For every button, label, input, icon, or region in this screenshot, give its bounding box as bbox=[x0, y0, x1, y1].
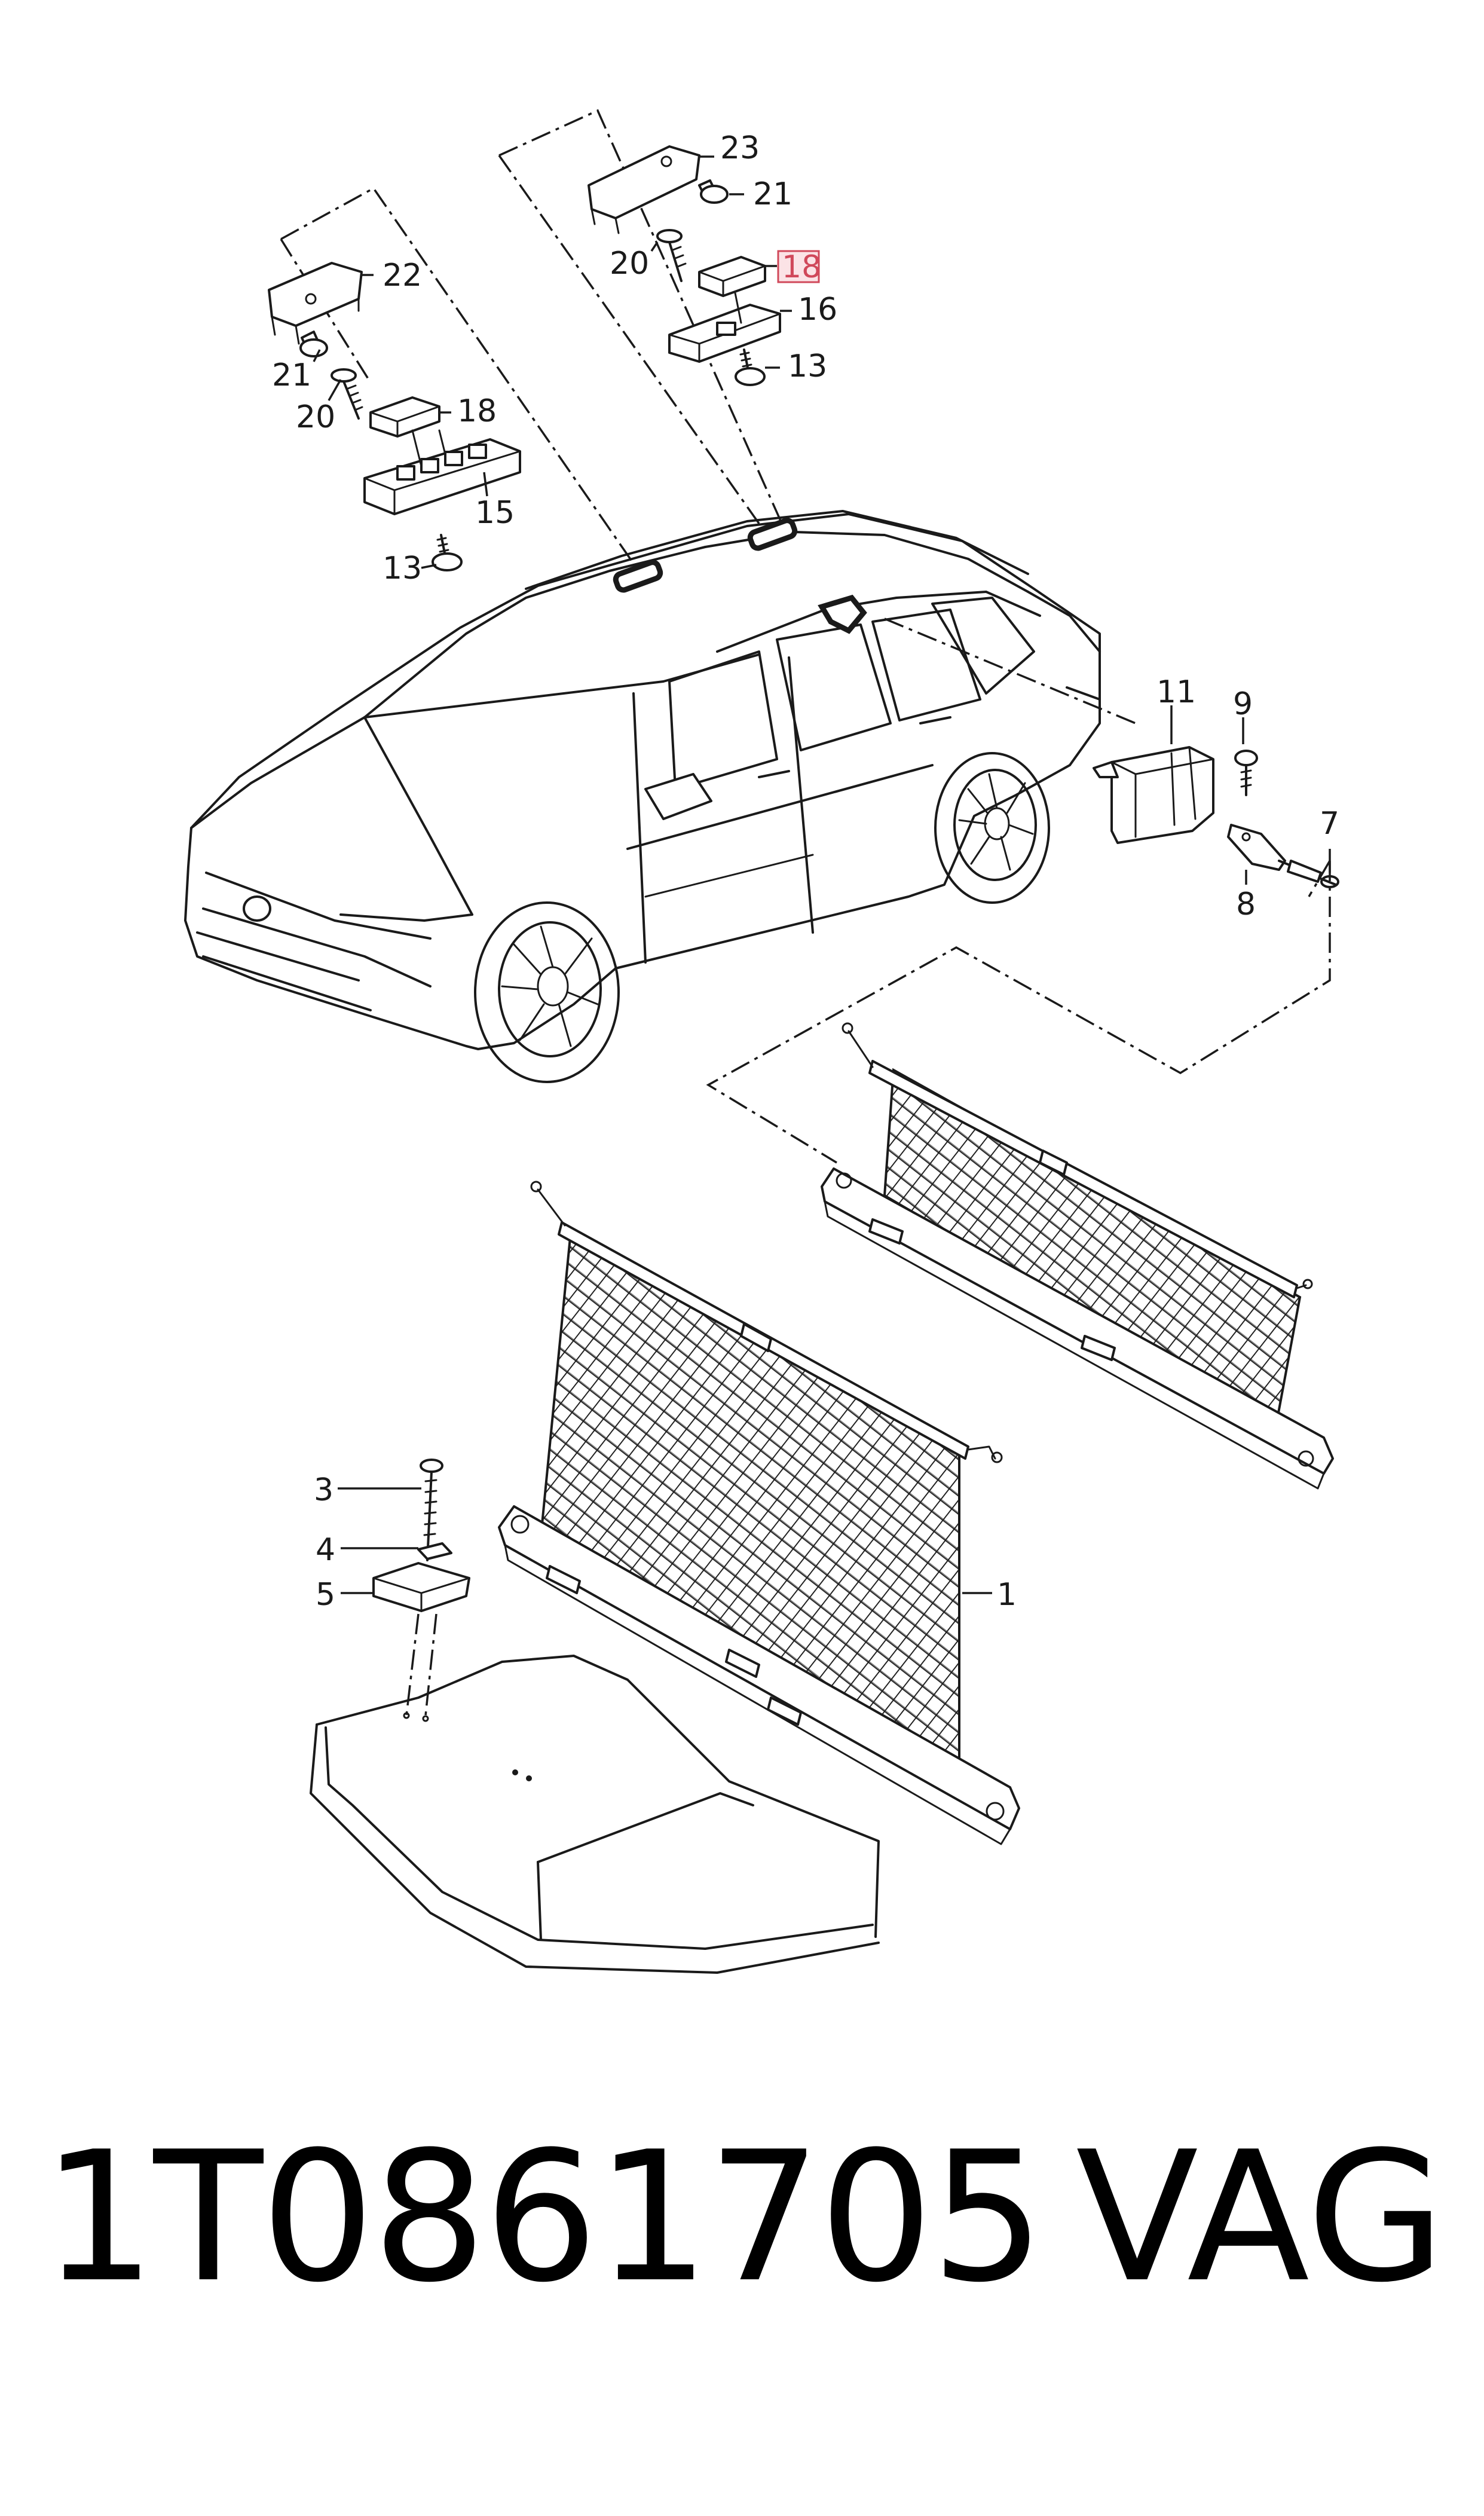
fastener-group bbox=[338, 1459, 470, 1722]
callout-18b: 18 bbox=[782, 249, 821, 285]
front-wheel bbox=[474, 901, 620, 1083]
callout-16: 16 bbox=[798, 292, 837, 328]
part-16-mount bbox=[668, 292, 781, 363]
callout-20b: 20 bbox=[610, 246, 649, 282]
part-7-ring bbox=[1320, 875, 1339, 888]
part-15-mount bbox=[363, 429, 521, 515]
bracket-group-right bbox=[588, 145, 792, 386]
callout-4: 4 bbox=[316, 1532, 335, 1568]
part-22-cover bbox=[268, 262, 363, 345]
part-20-screw-right bbox=[656, 229, 687, 282]
cargo-net-rear bbox=[821, 1022, 1334, 1490]
part-23-cover bbox=[588, 145, 700, 234]
part-4-nut bbox=[417, 1542, 452, 1560]
callout-22: 22 bbox=[383, 258, 422, 294]
tensioner-group bbox=[1093, 705, 1339, 888]
rear-wheel bbox=[934, 752, 1050, 904]
callout-21a: 21 bbox=[272, 357, 311, 393]
callout-11: 11 bbox=[1156, 674, 1196, 710]
part-18-clip-left bbox=[369, 396, 440, 438]
callout-7: 7 bbox=[1320, 806, 1339, 842]
part-21-screw-right bbox=[698, 179, 729, 204]
callout-21b: 21 bbox=[753, 176, 793, 212]
part-5-bracket bbox=[372, 1562, 470, 1612]
callout-18a: 18 bbox=[457, 393, 497, 429]
highlight-box-18 bbox=[777, 250, 820, 283]
callout-15: 15 bbox=[475, 495, 515, 531]
callout-13b: 13 bbox=[788, 348, 827, 384]
callout-20a: 20 bbox=[296, 399, 335, 435]
bracket-group-left bbox=[268, 262, 521, 571]
part-13-screw-left bbox=[432, 534, 463, 571]
callouts: 22 21 20 18 15 13 23 21 20 18 16 13 11 9… bbox=[272, 130, 1339, 1613]
part-21-screw bbox=[299, 331, 328, 357]
part-13-screw-right bbox=[735, 348, 766, 386]
trunk-floor bbox=[310, 1655, 880, 1974]
callout-5: 5 bbox=[316, 1577, 335, 1613]
brand-label: VAG bbox=[1076, 2113, 1446, 2322]
callout-9: 9 bbox=[1233, 686, 1253, 722]
part-number-label: 1T0861705 bbox=[42, 2113, 1045, 2322]
callout-13a: 13 bbox=[383, 551, 422, 586]
part-18-clip-right bbox=[698, 256, 766, 297]
part-8-bracket bbox=[1227, 824, 1322, 883]
part-3-screw bbox=[420, 1459, 443, 1561]
car-illustration bbox=[184, 510, 1101, 1083]
callout-8: 8 bbox=[1236, 886, 1256, 922]
part-20-screw bbox=[331, 368, 363, 420]
callout-23: 23 bbox=[720, 130, 760, 166]
part-11-holder bbox=[1093, 746, 1214, 844]
callout-1: 1 bbox=[997, 1577, 1017, 1613]
callout-3: 3 bbox=[314, 1472, 333, 1508]
part-9-screw bbox=[1234, 750, 1258, 796]
cargo-net-front bbox=[498, 1181, 1020, 1845]
